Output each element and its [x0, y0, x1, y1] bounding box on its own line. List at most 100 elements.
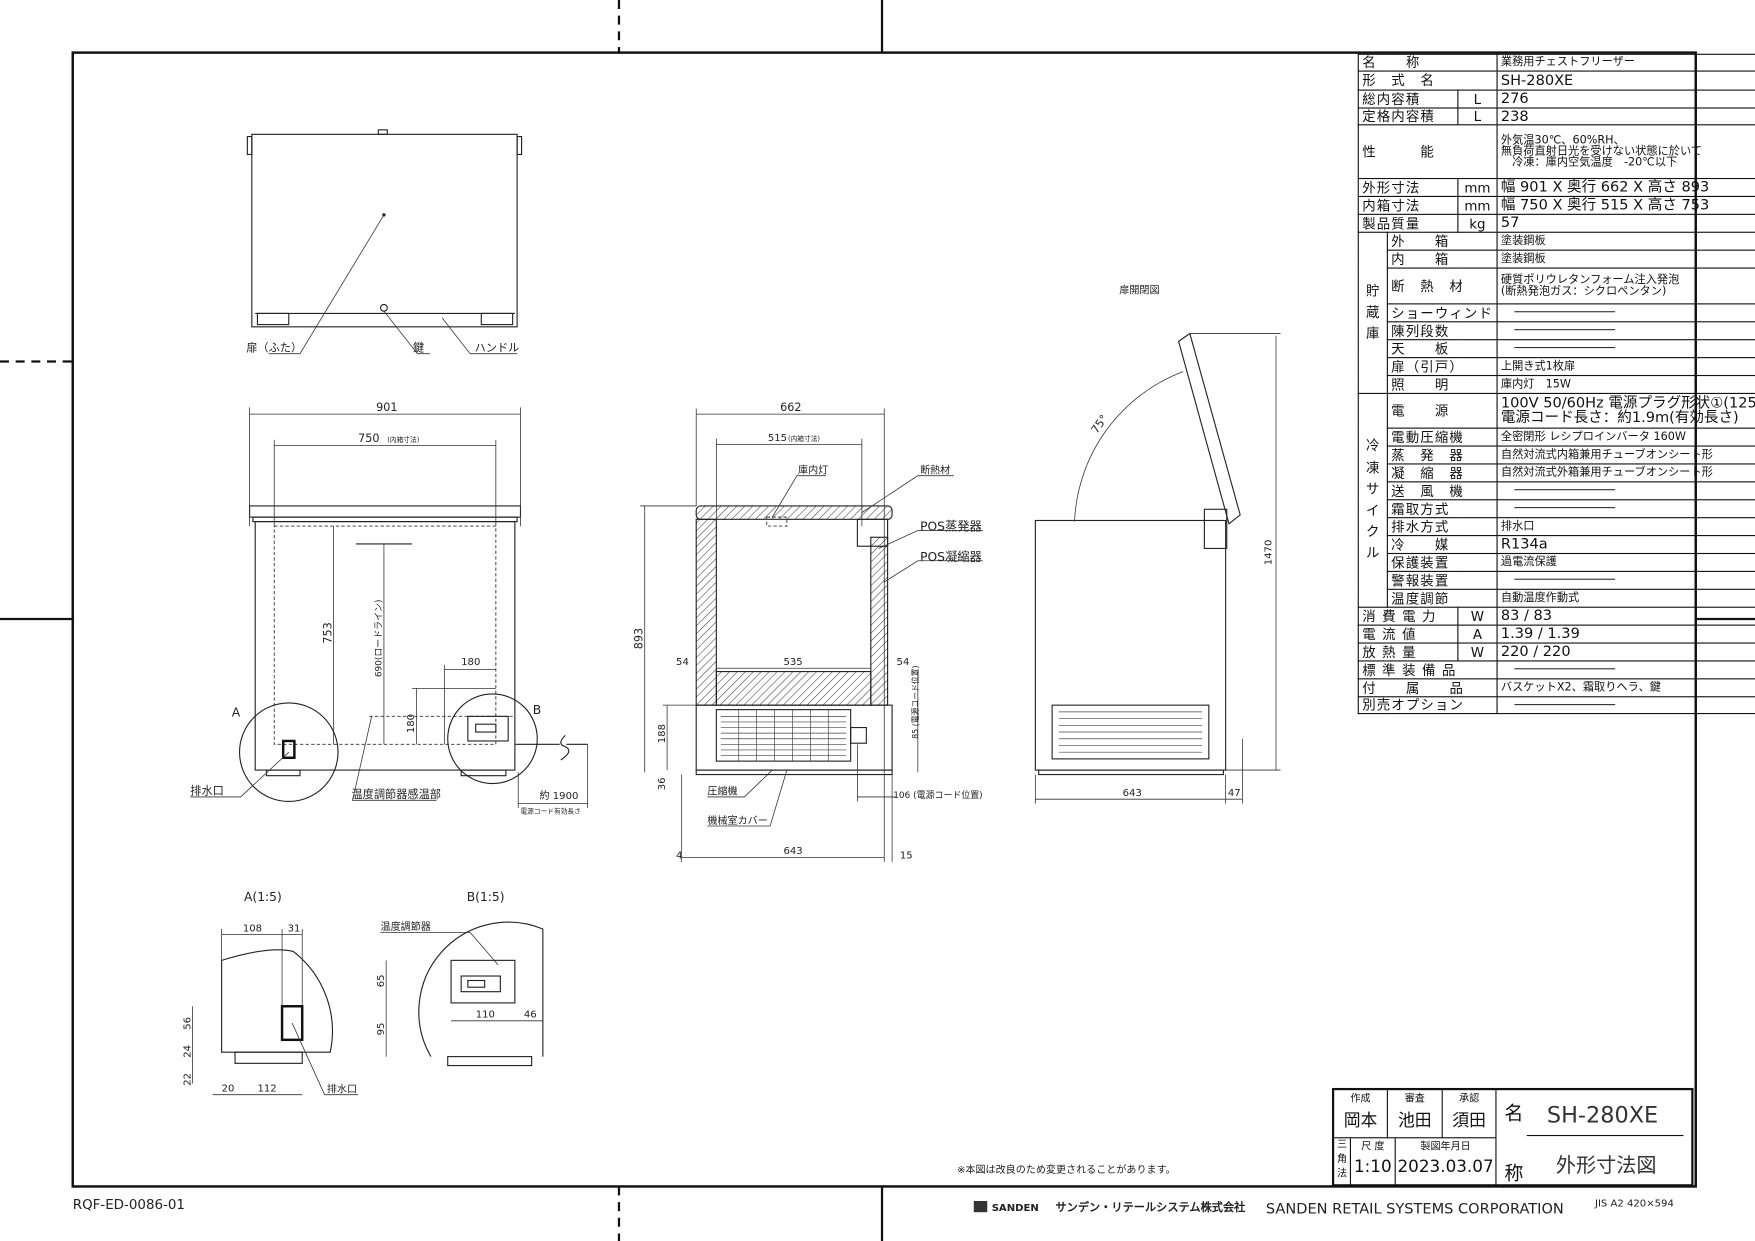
- spec-value: バスケットX2、霜取りヘラ、鍵: [1496, 678, 1755, 698]
- spec-unit: mm: [1457, 195, 1498, 215]
- spec-value: 自動温度作動式: [1496, 588, 1755, 608]
- pos-condenser-label: POS凝縮器: [920, 549, 982, 564]
- spec-label: 定格内容積: [1357, 107, 1459, 126]
- spec-value: R134a: [1496, 535, 1755, 555]
- checked-by: 池田: [1397, 1110, 1432, 1131]
- dim-24: 24: [182, 1045, 193, 1058]
- spec-value: 57: [1496, 213, 1755, 233]
- spec-value: 排水口: [1496, 517, 1755, 537]
- spec-value: SH-280XE: [1496, 70, 1755, 91]
- open-view-title: 扉開閉図: [1119, 283, 1159, 296]
- spec-value: 幅 750 X 奥行 515 X 高さ 753: [1496, 195, 1755, 215]
- spec-label: 標 準 装 備 品: [1357, 660, 1498, 680]
- spec-label: ショーウィンド: [1386, 303, 1498, 323]
- spec-row: 断 熱 材硬質ポリウレタンフォーム注入発泡 (断熱発泡ガス：シクロペンタン): [1358, 267, 1755, 305]
- spec-label: 性 能: [1357, 124, 1498, 180]
- spec-value: 自然対流式外箱兼用チューブオンシート形: [1496, 463, 1755, 483]
- spec-label: 排水方式: [1386, 517, 1498, 537]
- spec-label: 送 風 機: [1386, 481, 1498, 501]
- not-applicable-dash: [1514, 703, 1616, 705]
- load-line-dimension: 690(ロードライン): [374, 600, 385, 678]
- spec-row: 名 称業務用チェストフリーザー: [1357, 53, 1755, 72]
- dim-95: 95: [376, 1023, 387, 1036]
- dim-22: 22: [182, 1073, 193, 1086]
- interior-light-label: 庫内灯: [798, 463, 828, 476]
- spec-value: [1496, 481, 1755, 501]
- dim-31: 31: [288, 923, 301, 934]
- spec-label: 保護装置: [1386, 552, 1498, 572]
- dim-643: 643: [784, 846, 803, 857]
- dim-112: 112: [257, 1083, 276, 1094]
- open-angle: 75°: [1089, 412, 1111, 436]
- cord-length-note: 電源コード有効長さ: [520, 807, 580, 816]
- spec-value: [1496, 570, 1755, 590]
- drawing-name: 外形寸法図: [1555, 1153, 1657, 1178]
- detail-a: A(1:5) 108 31 56 24 22 20 112 排水口: [182, 890, 359, 1095]
- spec-label: 凝 縮 器: [1386, 463, 1498, 483]
- spec-group-storage: 貯蔵庫: [1357, 231, 1388, 394]
- dim-180-vertical: 180: [406, 714, 417, 733]
- side-section-view: 662 515 (内箱寸法) 893 535 54 54 188 36 85 (…: [632, 401, 983, 862]
- controller-label: 温度調節器: [381, 920, 431, 933]
- made-by-label: 作成: [1350, 1093, 1371, 1105]
- spec-value: 1.39 / 1.39: [1496, 624, 1755, 644]
- spec-value: 上開き式1枚扉: [1496, 357, 1755, 377]
- spec-row: 別売オプション: [1357, 696, 1755, 715]
- detail-a-circle: [238, 702, 339, 802]
- spec-value: 238: [1496, 107, 1755, 126]
- date-label: 製図年月日: [1420, 1141, 1471, 1153]
- spec-row: 排水方式排水口: [1358, 517, 1755, 537]
- spec-label: 消 費 電 力: [1357, 606, 1459, 626]
- machine-cover-label: 機械室カバー: [707, 814, 767, 827]
- spec-unit: mm: [1457, 177, 1498, 197]
- spec-row: 扉（引戸）上開き式1枚扉: [1358, 357, 1755, 377]
- pos-evaporator-label: POS蒸発器: [920, 520, 982, 534]
- dim-46: 46: [524, 1009, 537, 1020]
- company-name-en: SANDEN RETAIL SYSTEMS CORPORATION: [1266, 1200, 1564, 1217]
- spec-unit: W: [1457, 642, 1498, 662]
- key-label: 鍵: [413, 340, 424, 354]
- spec-row: 天 板: [1358, 339, 1755, 359]
- spec-unit: A: [1457, 624, 1498, 644]
- open-lid: [1177, 332, 1241, 525]
- top-view: 扉（ふた） 鍵 ハンドル: [246, 129, 523, 354]
- dim-106-cord-position: 106 (電源コード位置): [893, 789, 982, 801]
- spec-value: 全密閉形 レシプロインバータ 160W: [1496, 427, 1755, 447]
- machine-room-grille: [715, 709, 852, 762]
- spec-label: 電 源: [1386, 392, 1498, 429]
- spec-row: ショーウィンド: [1358, 303, 1755, 323]
- dim-110: 110: [476, 1009, 495, 1020]
- spec-label: 内箱寸法: [1357, 195, 1459, 215]
- dim-56: 56: [182, 1017, 193, 1030]
- drawing-date: 2023.03.07: [1397, 1156, 1494, 1177]
- height-893-dimension: 893: [632, 628, 645, 649]
- cord-length-dimension: 約 1900: [540, 789, 579, 802]
- temperature-controller: [467, 715, 509, 742]
- spec-row: 電動圧縮機全密閉形 レシプロインバータ 160W: [1358, 427, 1755, 447]
- detail-b-circle: [447, 693, 538, 785]
- spec-row: 内 箱塗装鋼板: [1358, 249, 1755, 269]
- dim-54-right: 54: [897, 657, 910, 668]
- spec-row: 貯蔵庫外 箱塗装鋼板: [1357, 231, 1755, 394]
- front-view: 901 750 (内箱寸法) 753 690(ロードライン) 180 180 A…: [190, 401, 589, 816]
- spec-label: 断 熱 材: [1386, 267, 1498, 305]
- spec-value: 83 / 83: [1496, 606, 1755, 626]
- not-applicable-dash: [1514, 311, 1616, 313]
- inner-note: (内箱寸法): [387, 435, 419, 444]
- spec-value: 硬質ポリウレタンフォーム注入発泡 (断熱発泡ガス：シクロペンタン): [1496, 267, 1755, 305]
- dim-54-left: 54: [676, 657, 689, 668]
- spec-label: 放 熱 量: [1357, 642, 1459, 662]
- scale: 1:10: [1353, 1156, 1392, 1177]
- checked-by-label: 審査: [1404, 1093, 1425, 1105]
- spec-value: 自然対流式内箱兼用チューブオンシート形: [1496, 445, 1755, 465]
- spec-value: 塗装鋼板: [1496, 249, 1755, 269]
- spec-unit: L: [1457, 89, 1498, 109]
- projection-method: 三角法: [1334, 1138, 1351, 1187]
- spec-label: 内 箱: [1386, 249, 1498, 269]
- spec-row: 陳列段数: [1358, 321, 1755, 341]
